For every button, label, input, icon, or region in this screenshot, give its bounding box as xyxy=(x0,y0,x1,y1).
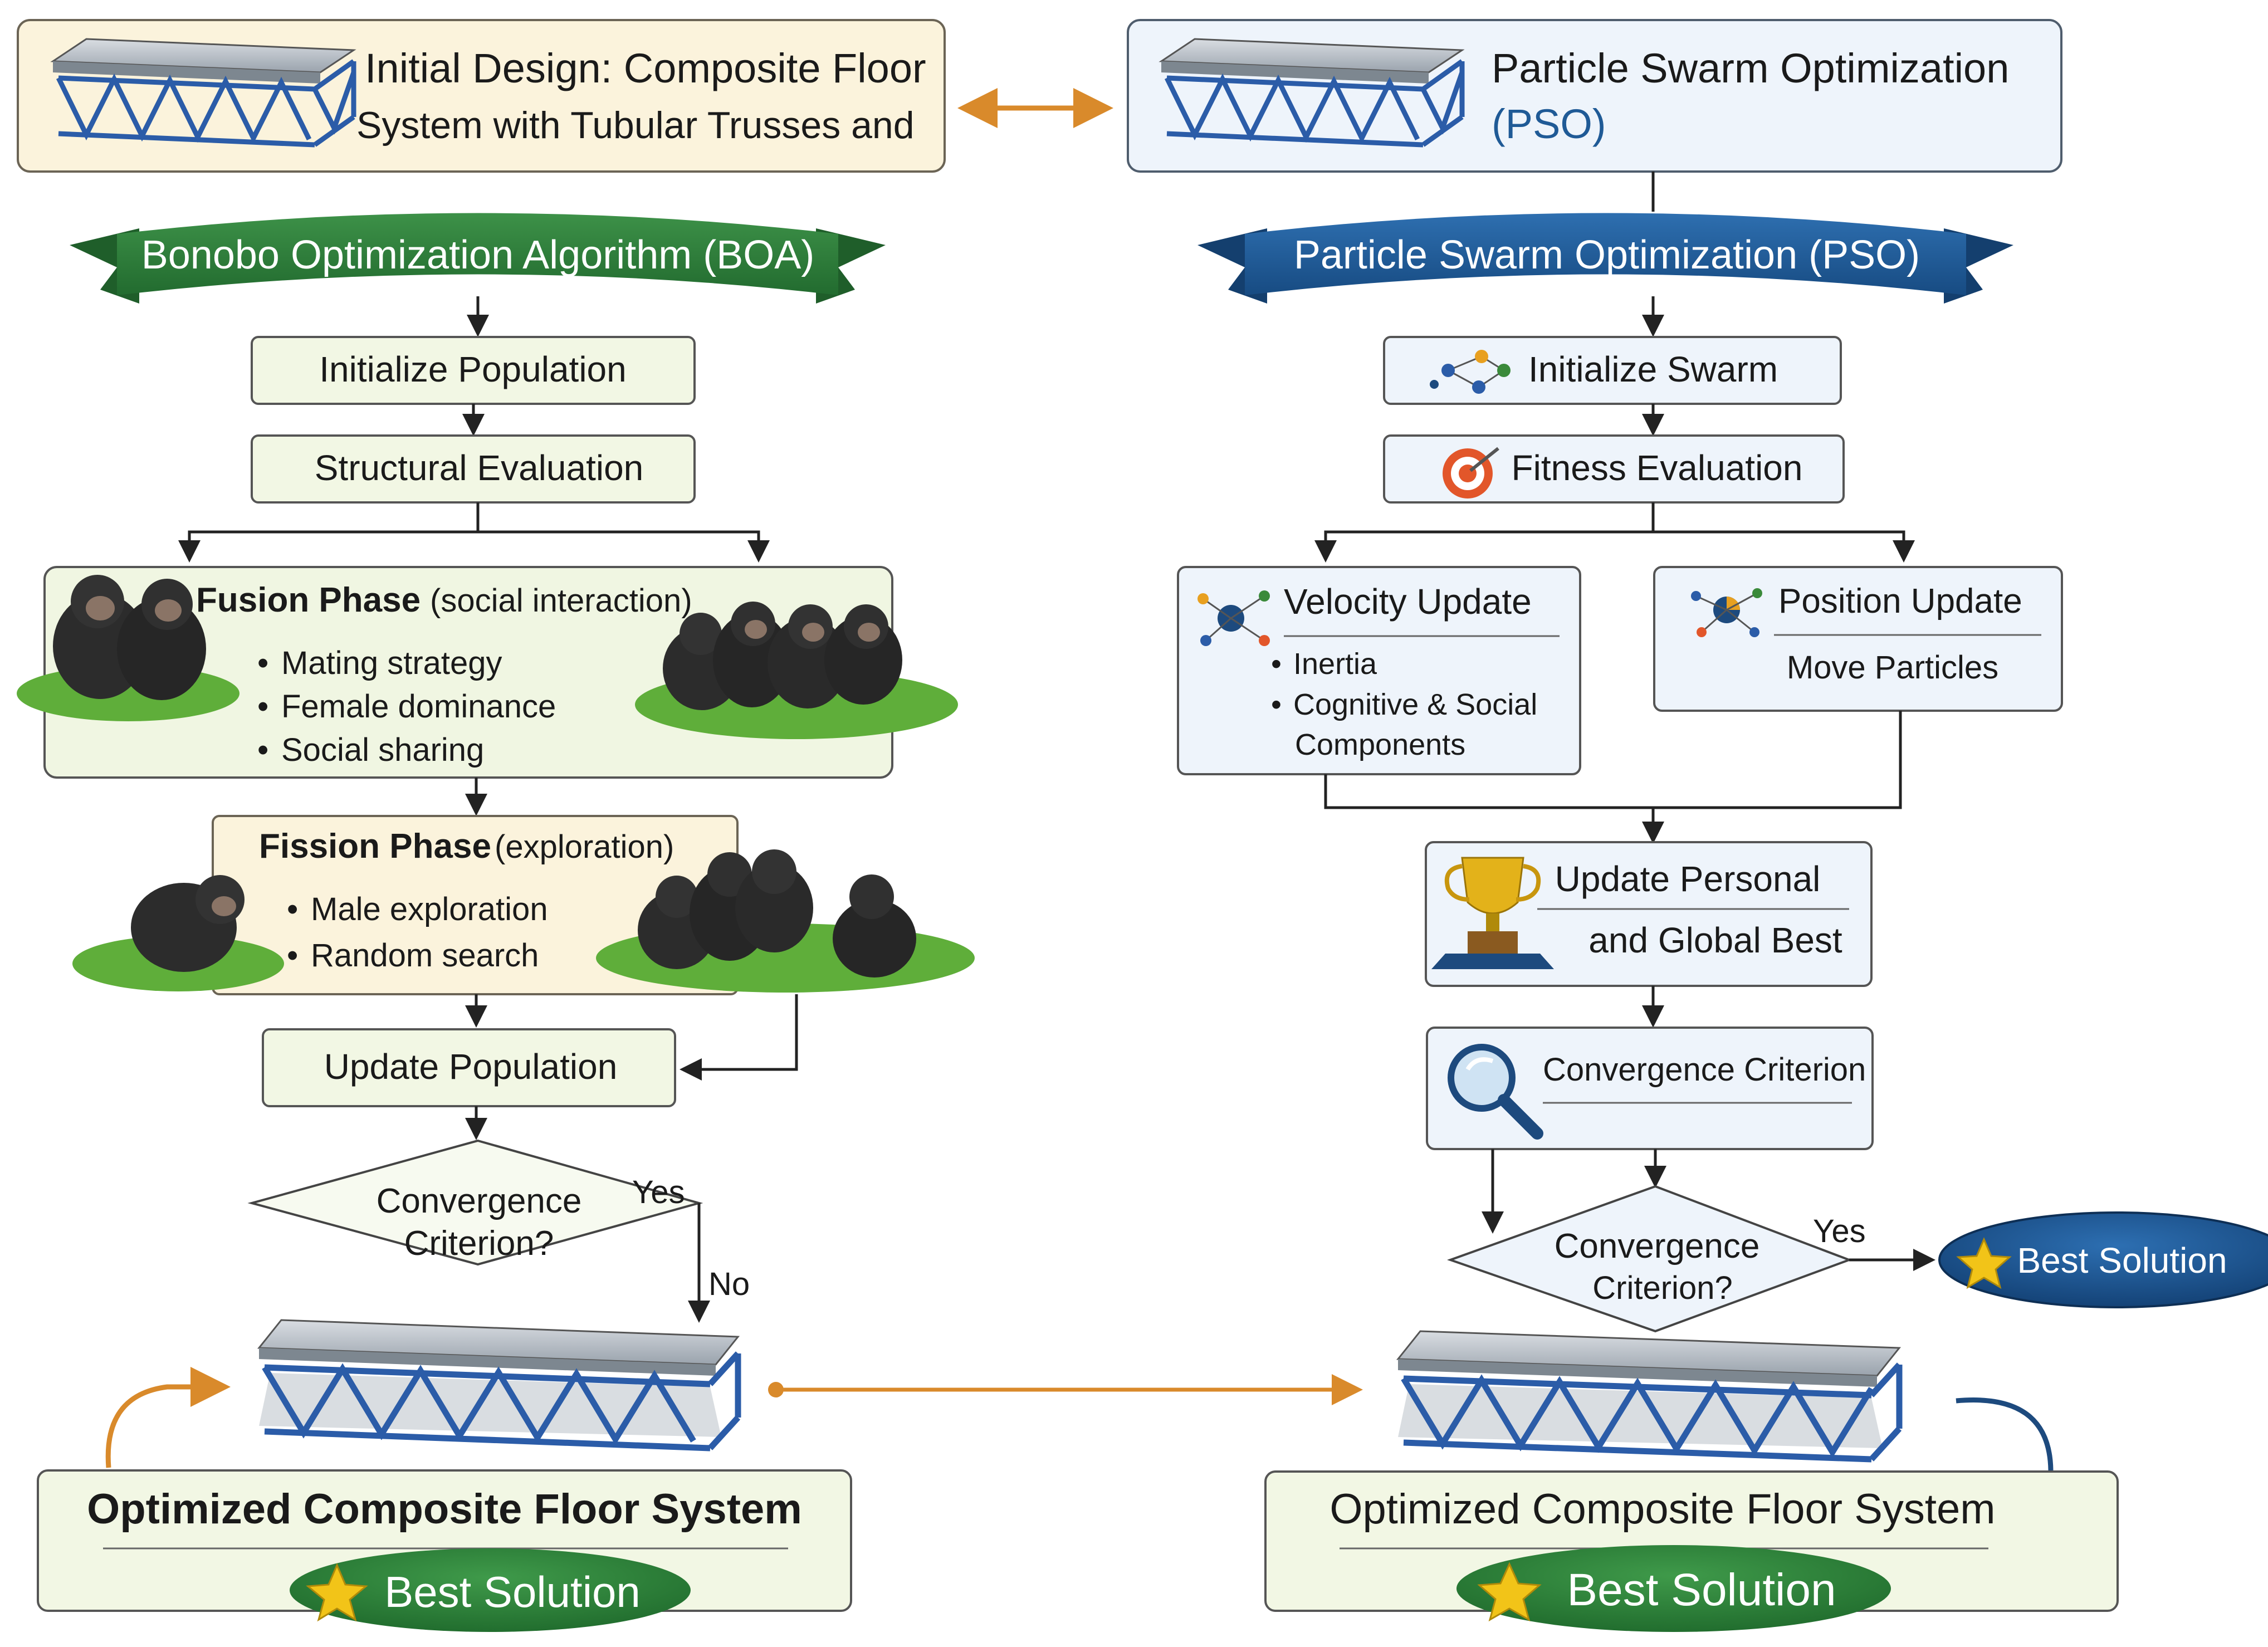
blue-return-curve xyxy=(1956,1397,2054,1471)
boa-initialize-box: Initialize Population xyxy=(251,336,696,405)
fusion-item: Social sharing xyxy=(281,732,484,768)
bonobo-group-illustration xyxy=(635,602,958,739)
boa-structural-label: Structural Evaluation xyxy=(315,448,644,488)
position-title: Position Update xyxy=(1778,582,2022,620)
arrow xyxy=(478,530,770,563)
boa-banner-text: Bonobo Optimization Algorithm (BOA) xyxy=(141,233,815,277)
position-subtitle: Move Particles xyxy=(1787,649,1998,686)
fission-item: Random search xyxy=(311,937,539,974)
fission-bullet: • xyxy=(287,891,298,927)
fusion-item: Female dominance xyxy=(281,688,556,725)
arrow xyxy=(178,502,480,563)
pso-initialize-label: Initialize Swarm xyxy=(1528,349,1778,389)
fission-subtitle: (exploration) xyxy=(495,829,674,865)
pso-initialize-box: Initialize Swarm xyxy=(1383,336,1842,405)
fission-title: Fission Phase xyxy=(259,827,491,866)
fusion-item: Mating strategy xyxy=(281,645,502,681)
pso-header-title-line1: Particle Swarm Optimization xyxy=(1492,45,2009,91)
pso-convergence-box: Convergence Criterion xyxy=(1426,1027,1874,1150)
boa-result-title: Optimized Composite Floor System xyxy=(87,1485,802,1533)
particle-move-icon xyxy=(1691,588,1762,637)
bonobo-search-group-illustration xyxy=(596,849,975,993)
pso-fitness-label: Fitness Evaluation xyxy=(1512,448,1803,488)
pso-optimized-floor-icon xyxy=(1396,1330,1903,1463)
boa-convergence-line2: Criterion? xyxy=(404,1224,554,1263)
initial-design-box: Initial Design: Composite Floor System w… xyxy=(17,19,946,173)
particle-cluster-icon xyxy=(1197,590,1270,646)
pso-convergence-box-label: Convergence Criterion xyxy=(1543,1052,1866,1088)
fission-phase-box: Fission Phase (exploration) • Male explo… xyxy=(72,815,975,995)
velocity-title: Velocity Update xyxy=(1284,581,1532,622)
fusion-bullet: • xyxy=(257,732,268,768)
initial-design-title-line1: Initial Design: Composite Floor xyxy=(365,45,926,91)
arrow xyxy=(1314,502,1655,563)
pso-best-solution-badge: Best Solution xyxy=(1456,1545,1891,1632)
arrow xyxy=(1324,774,1664,844)
truss-floor-icon xyxy=(1159,38,1465,148)
arrow xyxy=(680,994,798,1081)
velocity-bullet: • xyxy=(1271,688,1282,721)
boa-optimized-floor-icon xyxy=(257,1319,741,1451)
velocity-update-box: Velocity Update • Inertia • Cognitive & … xyxy=(1177,566,1581,775)
pso-best-solution-side-label: Best Solution xyxy=(2017,1240,2227,1281)
boa-no-label: No xyxy=(708,1266,750,1302)
pso-yes-label: Yes xyxy=(1813,1213,1866,1249)
boa-banner: Bonobo Optimization Algorithm (BOA) xyxy=(70,213,886,304)
fusion-title: Fusion Phase xyxy=(196,581,421,619)
fusion-phase-box: Fusion Phase (social interaction) • Mati… xyxy=(17,566,958,779)
connector xyxy=(1653,711,1902,809)
pso-convergence-line2: Criterion? xyxy=(1592,1270,1732,1306)
update-best-line1: Update Personal xyxy=(1555,859,1821,899)
pso-fitness-box: Fitness Evaluation xyxy=(1383,434,1845,504)
bonobo-pair-illustration xyxy=(17,575,239,721)
magnifier-icon xyxy=(1448,1044,1543,1140)
star-icon xyxy=(1477,1562,1542,1622)
particle-network-icon xyxy=(1430,350,1511,394)
initial-design-title-line2: System with Tubular Trusses and xyxy=(356,104,915,146)
boa-result-box: Optimized Composite Floor System Best So… xyxy=(37,1469,852,1632)
fusion-bullet: • xyxy=(257,645,268,681)
boa-update-box: Update Population xyxy=(262,1028,676,1107)
boa-convergence-decision: Convergence Criterion? xyxy=(247,1139,703,1266)
velocity-bullet: • xyxy=(1271,647,1282,681)
pso-convergence-decision: Convergence Criterion? xyxy=(1446,1185,1852,1333)
truss-floor-icon xyxy=(50,38,356,148)
boa-update-label: Update Population xyxy=(324,1047,618,1087)
star-icon xyxy=(306,1563,368,1622)
pso-result-box: Optimized Composite Floor System Best So… xyxy=(1264,1470,2119,1632)
pso-result-title: Optimized Composite Floor System xyxy=(1329,1485,1995,1533)
boa-convergence-line1: Convergence xyxy=(377,1182,582,1220)
center-link-arrow xyxy=(768,1374,1363,1405)
boa-structural-box: Structural Evaluation xyxy=(251,434,696,504)
boa-yes-label: Yes xyxy=(632,1174,685,1210)
update-best-box: Update Personal and Global Best xyxy=(1425,841,1873,987)
trophy-icon xyxy=(1431,857,1554,969)
arrow xyxy=(1653,530,1915,563)
fission-bullet: • xyxy=(287,937,298,974)
velocity-item: Cognitive & Social xyxy=(1293,688,1537,721)
pso-best-solution-side-badge: Best Solution xyxy=(1938,1211,2268,1308)
position-update-box: Position Update Move Particles xyxy=(1653,566,2063,712)
fission-item: Male exploration xyxy=(311,891,548,927)
star-icon xyxy=(1956,1237,2012,1289)
boa-best-solution-badge: Best Solution xyxy=(290,1548,691,1632)
boa-initialize-label: Initialize Population xyxy=(319,349,626,389)
fusion-bullet: • xyxy=(257,688,268,725)
pso-banner: Particle Swarm Optimization (PSO) xyxy=(1197,213,2013,304)
pso-header-title-line2: (PSO) xyxy=(1492,101,1606,147)
velocity-item-cont: Components xyxy=(1295,728,1465,761)
fusion-subtitle: (social interaction) xyxy=(430,583,692,619)
orange-return-arrow xyxy=(105,1367,231,1468)
pso-header-box: Particle Swarm Optimization (PSO) xyxy=(1127,19,2062,173)
target-icon xyxy=(1443,447,1499,499)
update-best-line2: and Global Best xyxy=(1588,920,1842,960)
pso-banner-text: Particle Swarm Optimization (PSO) xyxy=(1294,233,1920,277)
pso-convergence-line1: Convergence xyxy=(1555,1227,1760,1265)
boa-best-solution-label: Best Solution xyxy=(384,1567,641,1616)
velocity-item: Inertia xyxy=(1293,647,1377,681)
pso-best-solution-label: Best Solution xyxy=(1567,1565,1836,1615)
bonobo-explorer-illustration xyxy=(72,875,284,991)
